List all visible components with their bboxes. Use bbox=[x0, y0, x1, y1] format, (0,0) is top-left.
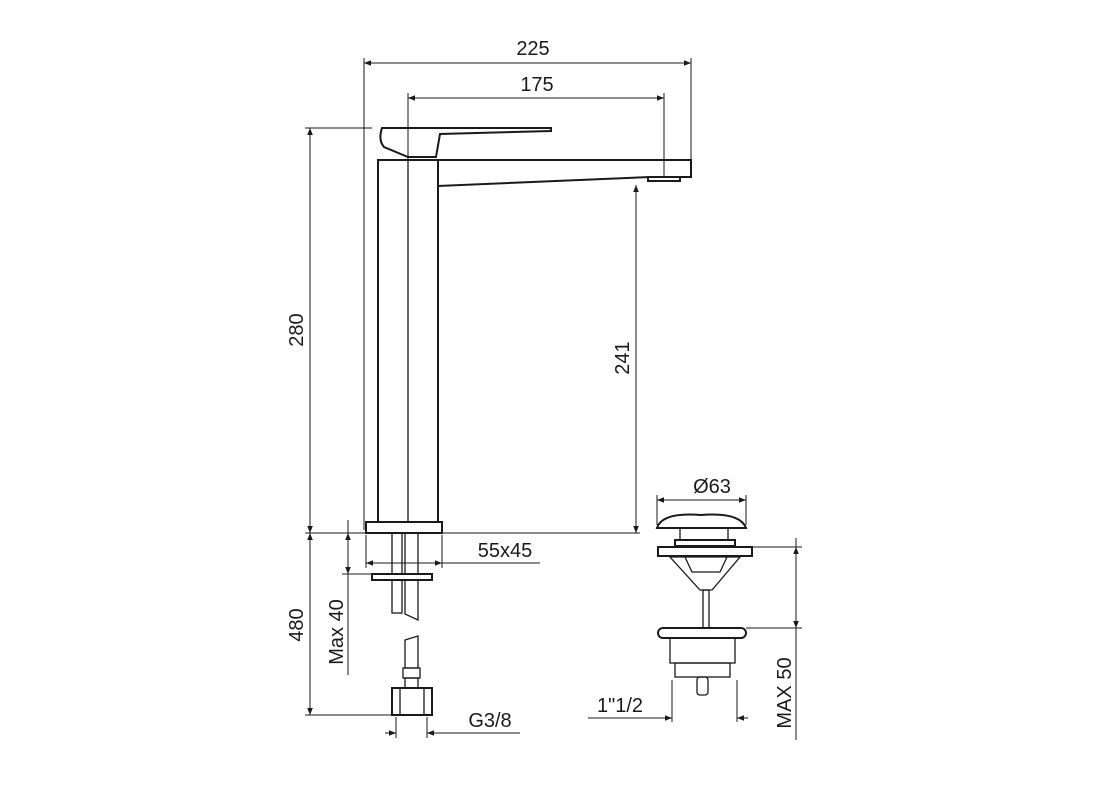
dim-drain-max: MAX 50 bbox=[774, 657, 796, 728]
dim-hose-length: 480 bbox=[286, 608, 308, 641]
pop-up-drain bbox=[655, 513, 753, 696]
dim-drain-thread: 1"1/2 bbox=[597, 695, 643, 717]
faucet-handle bbox=[379, 127, 552, 158]
faucet-spout bbox=[437, 159, 692, 188]
dim-connection: G3/8 bbox=[468, 710, 511, 732]
faucet bbox=[365, 127, 692, 716]
dim-spout-reach: 175 bbox=[520, 74, 553, 96]
dim-spout-height: 241 bbox=[612, 341, 634, 374]
base-plate bbox=[365, 521, 443, 534]
fixing-nut bbox=[371, 573, 433, 581]
dim-max-thickness: Max 40 bbox=[326, 599, 348, 665]
dimension-lines bbox=[305, 58, 802, 740]
dim-base-size: 55x45 bbox=[478, 540, 533, 562]
hose-connector bbox=[391, 687, 433, 716]
dim-overall-width: 225 bbox=[516, 38, 549, 60]
dim-drain-diameter: Ø63 bbox=[693, 476, 731, 498]
dim-height: 280 bbox=[286, 313, 308, 346]
